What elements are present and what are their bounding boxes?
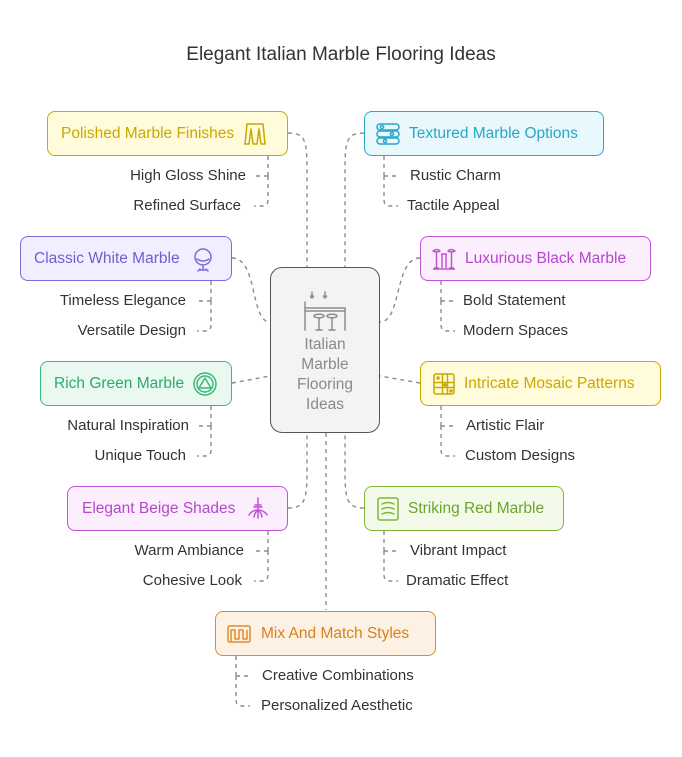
diagram-title: Elegant Italian Marble Flooring Ideas xyxy=(186,44,496,65)
layered-icon xyxy=(375,496,401,522)
sub-item: Dramatic Effect xyxy=(406,572,509,589)
toggles-icon xyxy=(375,121,401,147)
sub-item: Modern Spaces xyxy=(463,322,569,339)
sub-item: Personalized Aesthetic xyxy=(261,697,413,714)
sub-item: Cohesive Look xyxy=(142,572,242,589)
sub-item: Artistic Flair xyxy=(466,417,545,434)
node-label: Rich Green Marble xyxy=(54,374,185,392)
node-luxurious-black-marble: Luxurious Black Marble xyxy=(420,236,651,281)
node-label: Elegant Beige Shades xyxy=(82,499,236,517)
sub-item: Warm Ambiance xyxy=(134,542,244,559)
central-topic-node: Italian Marble Flooring Ideas xyxy=(270,267,380,433)
node-polished-marble-finishes: Polished Marble Finishes xyxy=(47,111,288,156)
sub-item: Tactile Appeal xyxy=(407,197,500,214)
sub-item: Versatile Design xyxy=(77,322,186,339)
node-label: Intricate Mosaic Patterns xyxy=(464,374,635,392)
sub-item: Bold Statement xyxy=(463,292,566,309)
node-intricate-mosaic-patterns: Intricate Mosaic Patterns xyxy=(420,361,661,406)
node-label: Textured Marble Options xyxy=(409,124,578,142)
sub-item: Timeless Elegance xyxy=(59,292,186,309)
node-textured-marble-options: Textured Marble Options xyxy=(364,111,604,156)
panels-icon xyxy=(242,121,268,147)
triangle-circle-icon xyxy=(192,371,218,397)
node-label: Luxurious Black Marble xyxy=(465,249,627,267)
node-rich-green-marble: Rich Green Marble xyxy=(40,361,232,406)
sub-item: Unique Touch xyxy=(94,447,186,464)
node-elegant-beige-shades: Elegant Beige Shades xyxy=(67,486,288,531)
chandelier-icon xyxy=(245,496,271,522)
node-label: Polished Marble Finishes xyxy=(61,124,235,142)
pillars-icon xyxy=(431,246,457,272)
sub-item: Refined Surface xyxy=(133,197,241,214)
sub-item: Custom Designs xyxy=(465,447,576,464)
sub-item: Natural Inspiration xyxy=(67,417,189,434)
sub-item: Creative Combinations xyxy=(262,667,414,684)
sub-item: High Gloss Shine xyxy=(130,167,246,184)
chair-icon xyxy=(190,246,216,272)
mosaic-icon xyxy=(431,371,457,397)
node-label: Striking Red Marble xyxy=(408,499,545,517)
sub-item: Rustic Charm xyxy=(410,167,501,184)
pattern-icon xyxy=(226,621,252,647)
node-classic-white-marble: Classic White Marble xyxy=(20,236,232,281)
bar-counter-icon xyxy=(302,286,348,332)
node-label: Mix And Match Styles xyxy=(261,624,410,642)
node-mix-and-match-styles: Mix And Match Styles xyxy=(215,611,436,656)
node-label: Classic White Marble xyxy=(34,249,180,267)
sub-item: Vibrant Impact xyxy=(410,542,507,559)
node-striking-red-marble: Striking Red Marble xyxy=(364,486,564,531)
central-topic-label: Italian Marble Flooring Ideas xyxy=(297,336,353,413)
